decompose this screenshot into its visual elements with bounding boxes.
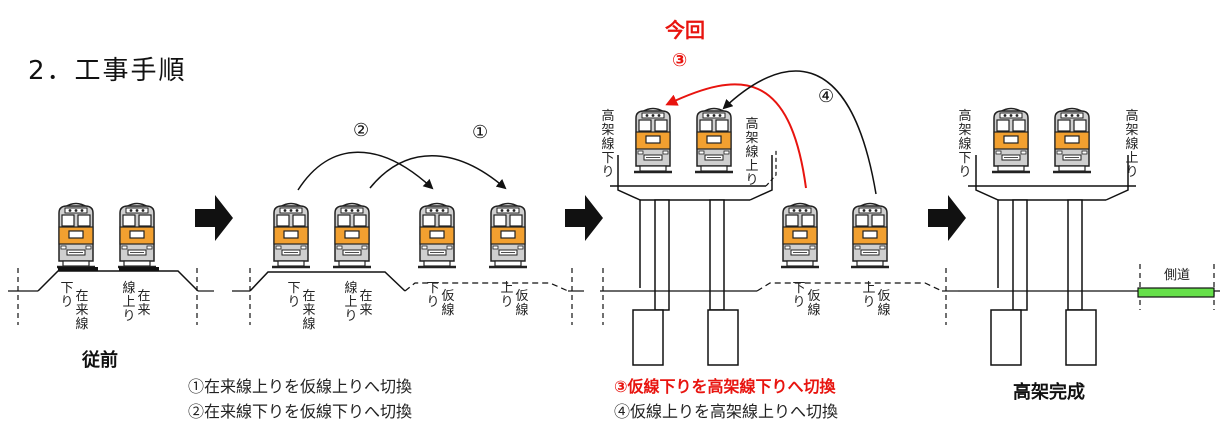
step-note-4: ④仮線上りを高架線上りへ切換 (614, 402, 839, 421)
stage-arrow-2-icon (565, 195, 603, 241)
train-existing-up (116, 202, 158, 269)
switch-arrow-1 (369, 155, 507, 190)
page-title: 2．工事手順 (28, 56, 187, 86)
switch-arrow-4 (722, 70, 877, 195)
switch-arrow-2 (297, 151, 434, 191)
stage-arrow-3-icon (928, 195, 966, 241)
stage-1 (8, 202, 214, 325)
side-road (1137, 287, 1215, 298)
step-mark-4: ④ (818, 86, 835, 107)
step-note-2: ②在来線下りを仮線下りへ切換 (188, 402, 413, 421)
step-mark-2: ② (353, 120, 370, 141)
step-mark-1: ① (472, 122, 489, 143)
step-note-1: ①在来線上りを仮線上りへ切換 (188, 377, 413, 396)
step-note-3: ③仮線下りを高架線下りへ切換 (614, 377, 836, 396)
stage-arrow-1-icon (195, 195, 233, 241)
stage-2 (232, 151, 584, 325)
stage-4 (958, 107, 1220, 366)
switch-arrow-3 (665, 83, 807, 189)
stage-3 (600, 70, 958, 366)
step-mark-3: ③ (672, 50, 688, 71)
train-existing-down (55, 202, 97, 269)
stage-caption-before: 従前 (82, 350, 118, 371)
current-marker: 今回 (665, 18, 705, 42)
side-road-label: 側道 (1164, 268, 1191, 283)
stage-caption-complete: 高架完成 (1013, 382, 1085, 403)
